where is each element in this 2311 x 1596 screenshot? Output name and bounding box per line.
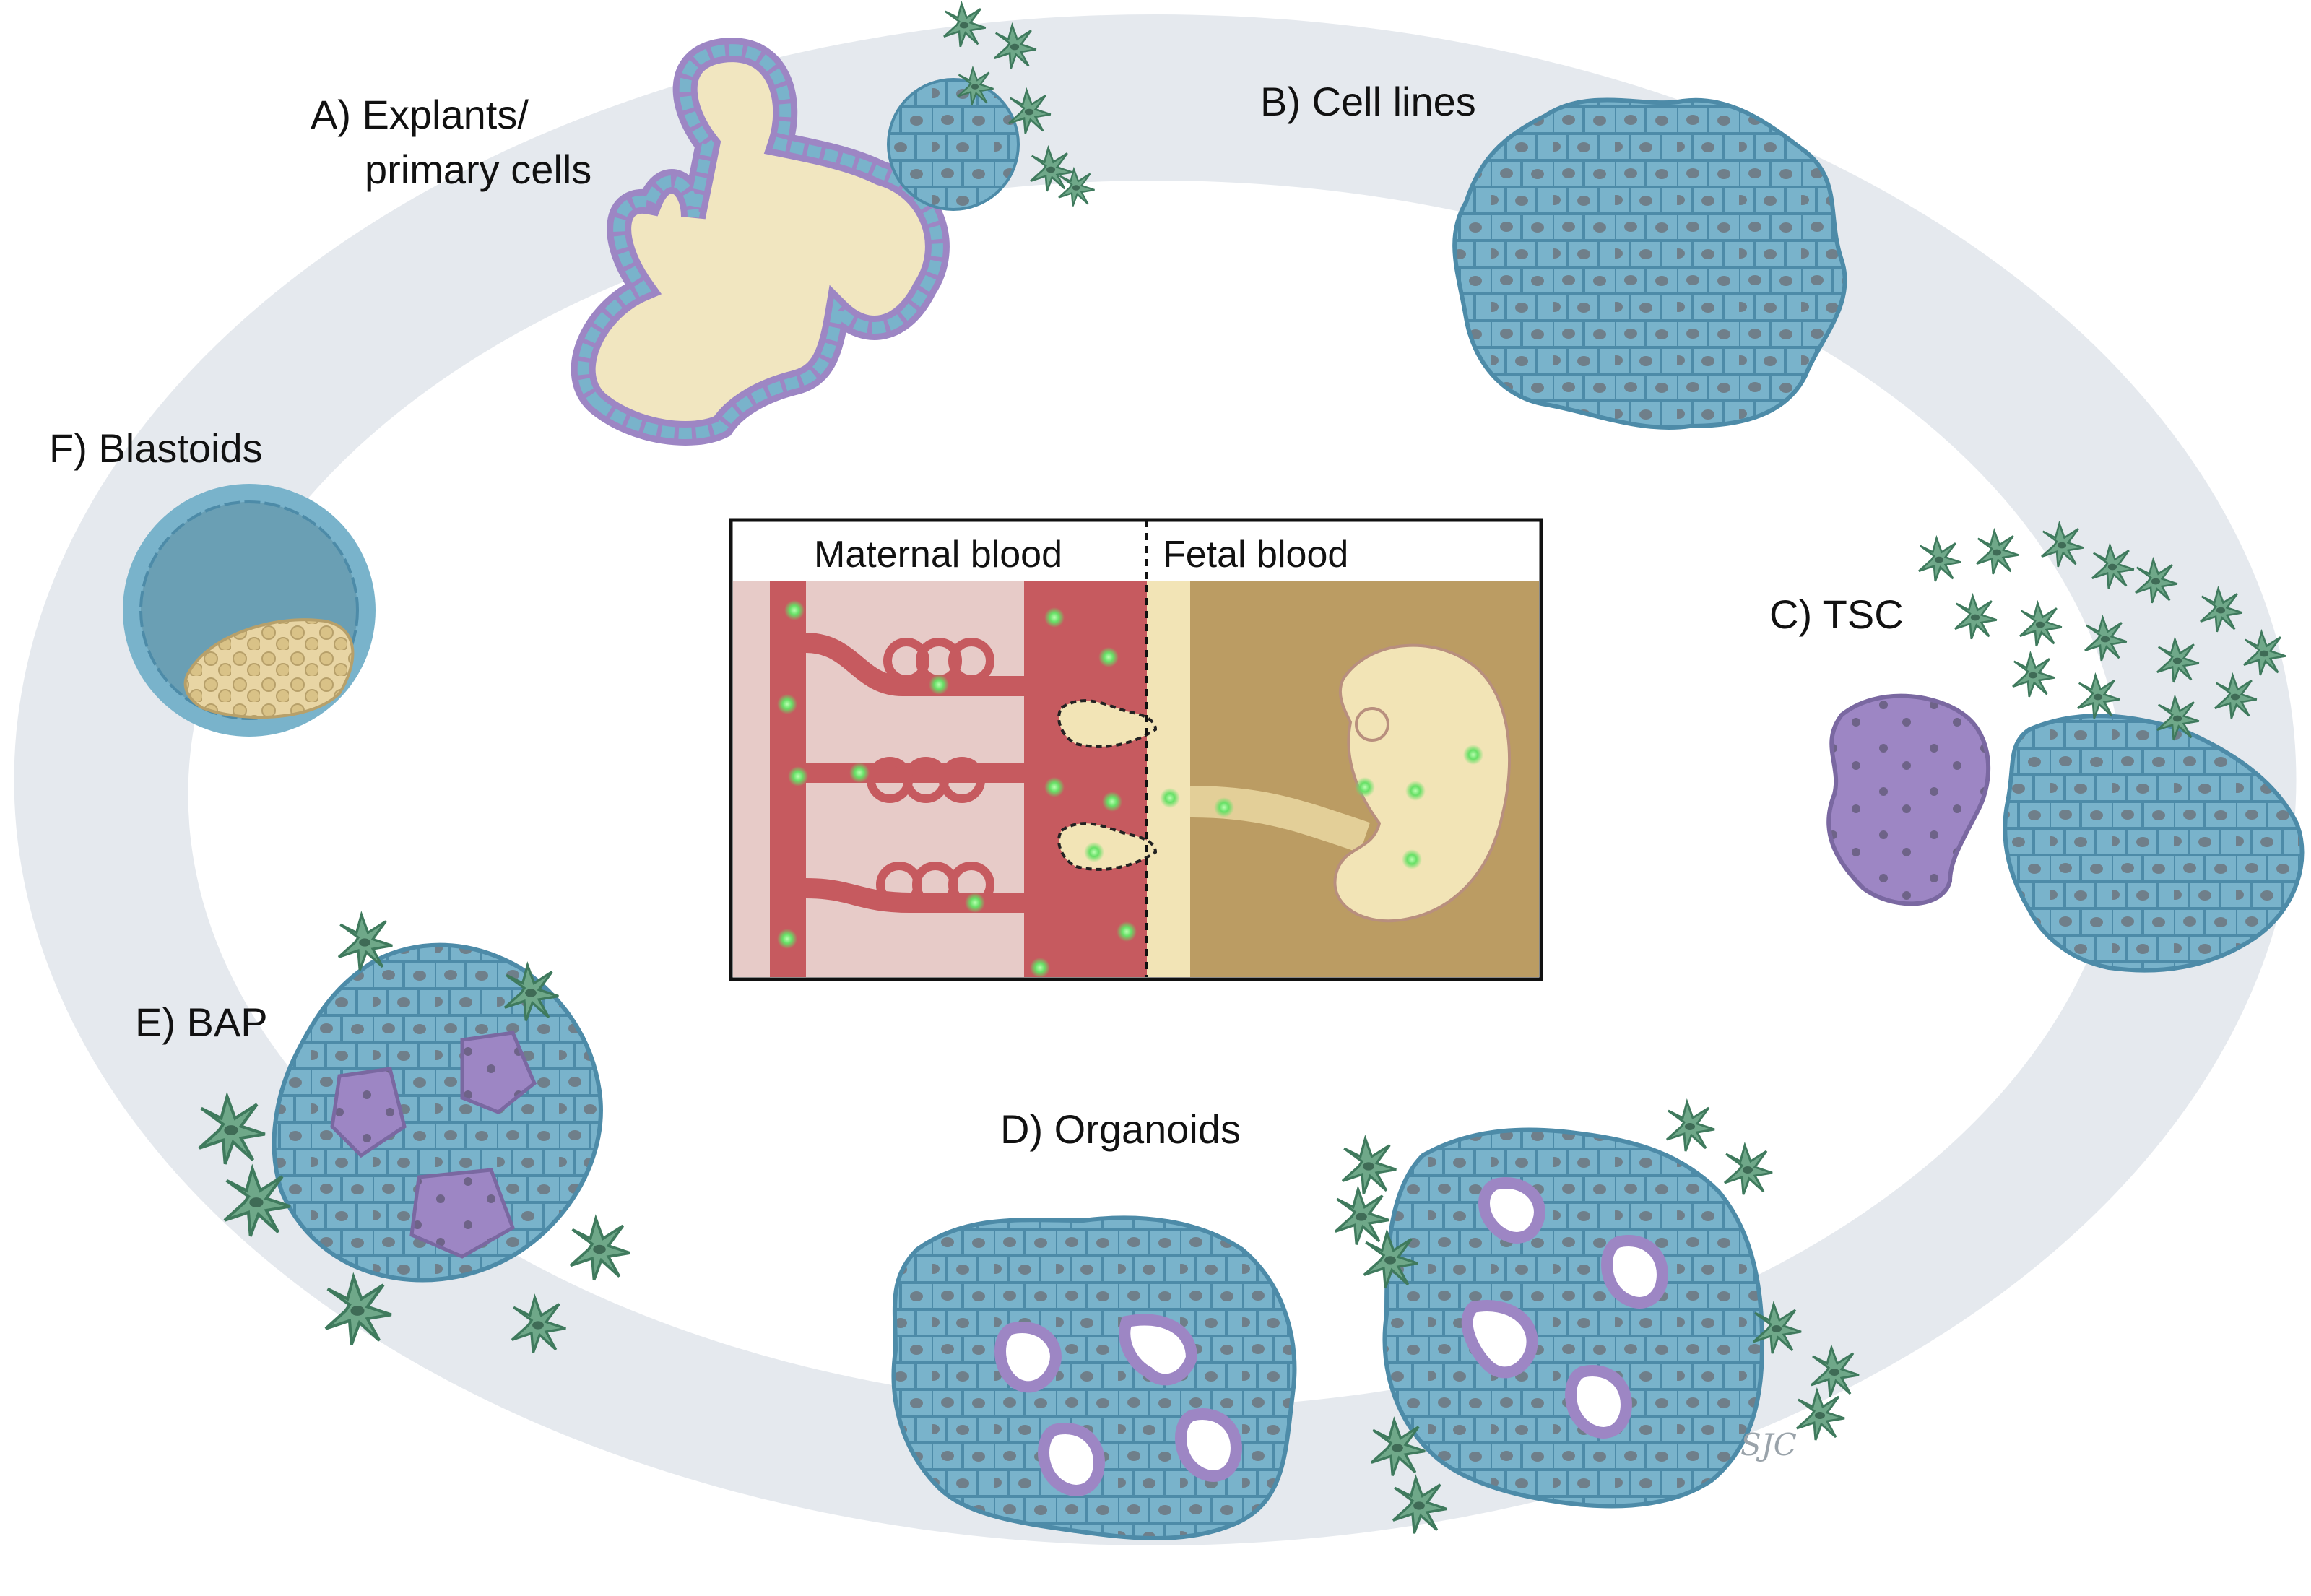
label-cell-lines: B) Cell lines [1260,79,1476,124]
label-organoids: D) Organoids [1000,1106,1241,1152]
cell-line-colony [1452,97,1847,430]
organoid-right [1334,1101,1860,1535]
blastoid-illustration [123,484,376,737]
label-blastoids: F) Blastoids [49,425,263,471]
organoid-left [891,1215,1297,1540]
tsc-illustration [1826,522,2305,973]
bap-illustration [199,914,632,1354]
artist-signature: SJC [1740,1427,1797,1462]
maternal-fetal-panel [729,518,1543,981]
label-fetal-blood: Fetal blood [1163,534,1348,576]
label-tsc: C) TSC [1769,591,1904,637]
explant-illustration [571,2,1096,446]
label-bap: E) BAP [135,999,268,1045]
label-maternal-blood: Maternal blood [814,534,1062,576]
label-explants-line2: primary cells [365,147,591,192]
label-explants-line1: A) Explants/ [311,92,529,137]
